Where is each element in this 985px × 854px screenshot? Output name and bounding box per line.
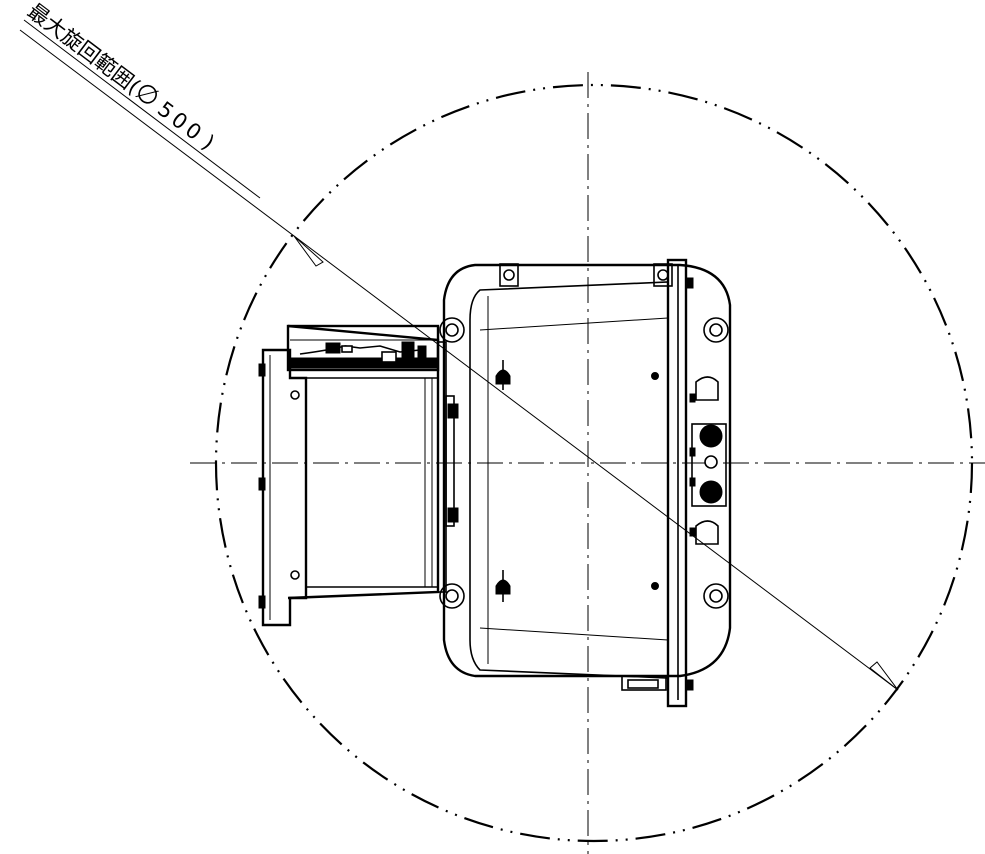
mounting-flange xyxy=(437,341,459,593)
diameter-value: 500 xyxy=(153,97,209,148)
main-body xyxy=(439,258,732,708)
max-swing-range-label: 最大旋回範囲(∅500) xyxy=(22,0,221,156)
diameter-dimension-line xyxy=(19,29,899,691)
label-text-prefix: 最大旋回範囲( xyxy=(23,0,145,99)
